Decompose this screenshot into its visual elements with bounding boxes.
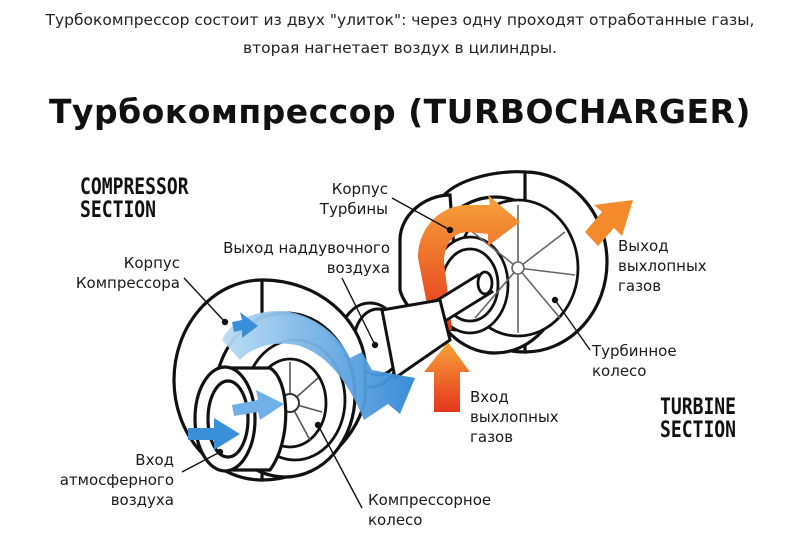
air-scroll-arrow — [222, 311, 415, 420]
label-turbine-housing: Корпус Турбины — [319, 180, 388, 218]
intro-line-2: вторая нагнетает воздух в цилиндры. — [242, 39, 558, 57]
compressor-inlet — [193, 365, 288, 473]
compressor-section-label: COMPRESSOR SECTION — [80, 175, 189, 223]
label-exhaust-inlet: Вход выхлопных газов — [470, 388, 559, 446]
intro-text: Турбокомпрессор состоит из двух "улиток"… — [0, 6, 800, 62]
turbine-section-label: TURBINE SECTION — [660, 395, 737, 443]
turbine-wheel-spokes — [469, 205, 576, 333]
leader-lines — [181, 197, 591, 509]
blue-arrow-icon — [232, 312, 258, 338]
intro-line-1: Турбокомпрессор состоит из двух "улиток"… — [45, 11, 755, 29]
orange-arrow-icon — [585, 200, 633, 246]
exhaust-inlet-arrow — [424, 342, 470, 412]
air-inlet-arrow — [188, 418, 240, 450]
label-boost-outlet: Выход наддувочного воздуха — [223, 239, 390, 277]
label-turbine-wheel: Турбинное колесо — [592, 342, 677, 380]
label-air-inlet: Вход атмосферного воздуха — [59, 451, 174, 509]
air-inlet-arrow-inner — [232, 390, 284, 420]
label-compressor-housing: Корпус Компрессора — [75, 254, 180, 292]
diagram-title: Турбокомпрессор (TURBOCHARGER) — [48, 92, 752, 131]
label-compressor-wheel: Компрессорное колесо — [368, 491, 492, 529]
label-exhaust-outlet: Выход выхлопных газов — [618, 237, 707, 295]
